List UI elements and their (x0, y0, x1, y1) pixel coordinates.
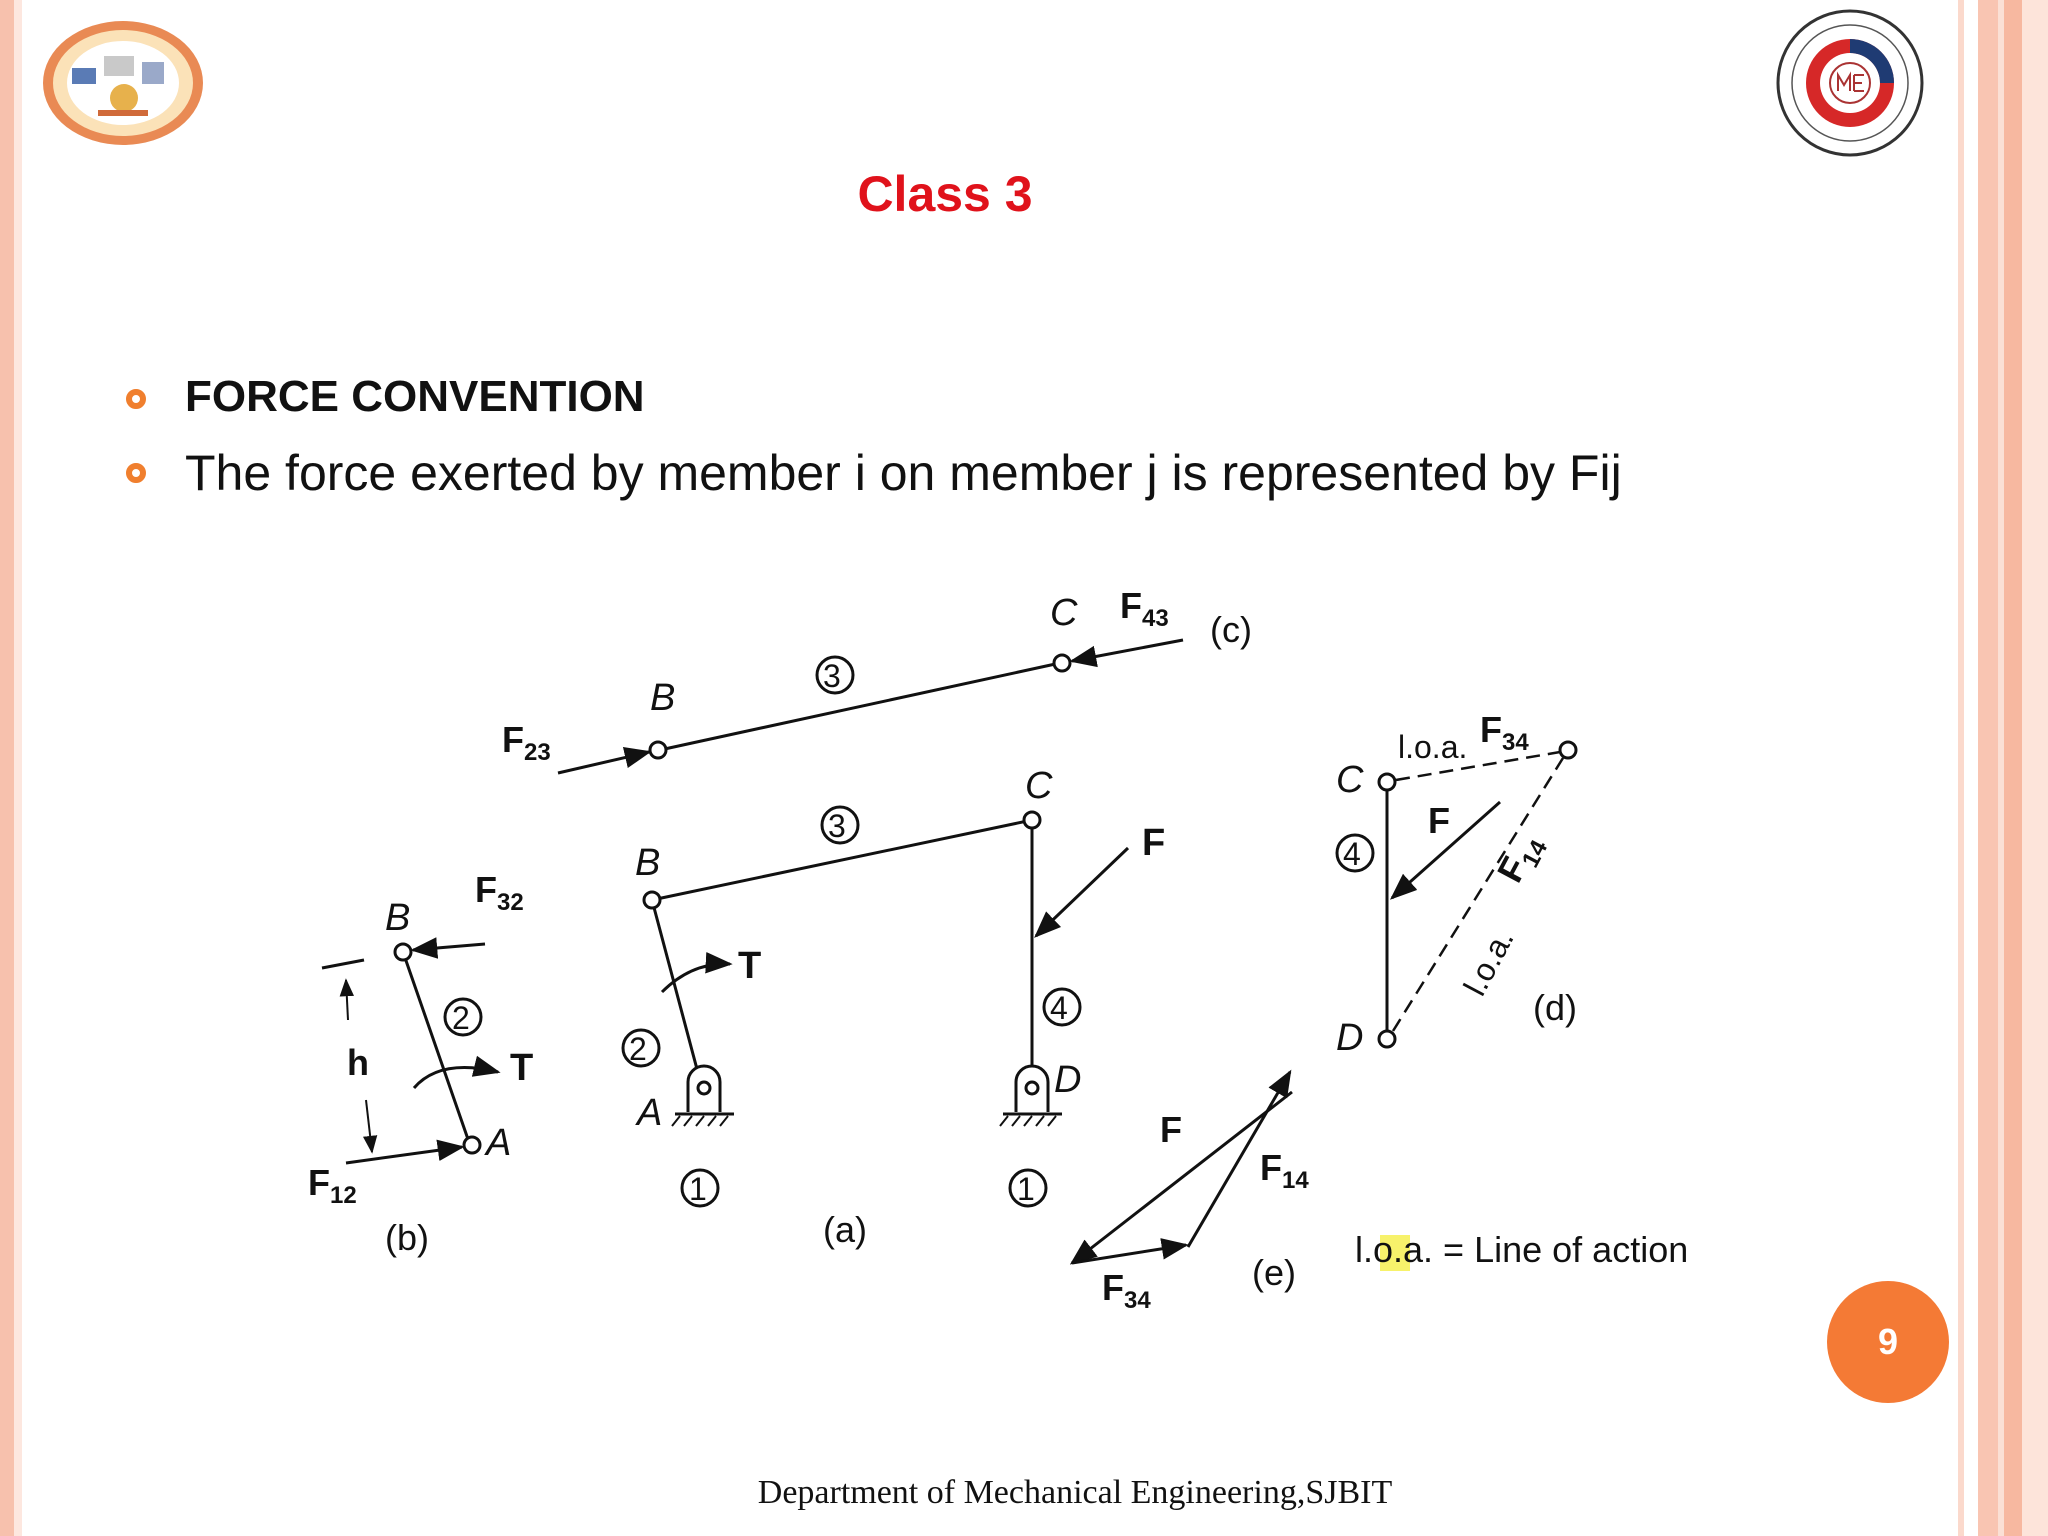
pin-b-c (648, 740, 668, 760)
slide-title: Class 3 (857, 166, 1033, 222)
force-f32-arrow (410, 937, 486, 959)
label-link-2-b: 2 (452, 1000, 470, 1036)
diagram-d (1335, 740, 1578, 1049)
force-f12-arrow (345, 1139, 465, 1165)
bullet-icon (126, 389, 146, 409)
label-force-a: F (1142, 822, 1165, 864)
label-b-b: B (385, 897, 410, 939)
link-3-a (651, 818, 1033, 902)
label-d-d: D (1336, 1017, 1363, 1059)
force-f14-arrow-e (1186, 1069, 1292, 1248)
pin-c-d (1377, 772, 1397, 792)
label-link-3-a: 3 (828, 808, 846, 844)
label-ground-right: 1 (1017, 1171, 1035, 1207)
caption-a: (a) (823, 1209, 867, 1250)
link-circle-4-a (1042, 987, 1082, 1027)
diagram-b (321, 937, 501, 1165)
label-ground-left: 1 (689, 1171, 707, 1207)
link-circle-3-c (815, 655, 855, 695)
link-2-a (650, 899, 704, 1089)
bullet-text: The force exerted by member i on member … (185, 445, 1622, 501)
label-force-d: F (1428, 800, 1450, 841)
page-number-badge: 9 (1827, 1281, 1949, 1403)
label-a-a: A (635, 1092, 662, 1134)
label-f43: F43 (1120, 585, 1169, 632)
label-torque-a: T (738, 945, 761, 987)
label-link-4-d: 4 (1343, 836, 1361, 872)
caption-c: (c) (1210, 609, 1252, 650)
label-f34-e: F34 (1102, 1267, 1151, 1314)
me-logo-lettering (1837, 71, 1864, 92)
bullet-heading: FORCE CONVENTION (185, 372, 645, 421)
torque-arrow-b (412, 1055, 501, 1089)
label-f34-d: F34 (1480, 709, 1529, 756)
label-a-b: A (484, 1122, 511, 1164)
pin-d-d (1377, 1029, 1397, 1049)
h-arrow-up (339, 978, 355, 1021)
force-f-arrow-a (1034, 846, 1130, 938)
label-b-c: B (650, 677, 675, 719)
label-link-2-a: 2 (629, 1031, 647, 1067)
label-c-a: C (1025, 765, 1053, 807)
h-arrow-down (362, 1099, 378, 1154)
link-circle-2-a (621, 1028, 661, 1068)
link-circle-4-d (1335, 833, 1375, 873)
label-f32: F32 (475, 869, 524, 916)
caption-e: (e) (1252, 1252, 1296, 1293)
caption-d: (d) (1533, 987, 1577, 1028)
force-f34-arrow-e (1071, 1238, 1189, 1265)
diagram-a (621, 805, 1130, 1208)
force-f-arrow-e (1069, 1090, 1293, 1265)
pin-b-a (642, 890, 662, 910)
link-circle-2-b (443, 997, 483, 1037)
legend-text: l.o.a. = Line of action (1355, 1229, 1688, 1270)
force-convention-diagram: B C 3 F23 F43 (c) B C A D 3 2 4 1 1 T F … (308, 585, 1688, 1314)
label-f12: F12 (308, 1162, 357, 1209)
label-loa-diag: l.o.a. (1456, 923, 1520, 1001)
diagram-c (557, 638, 1184, 775)
link-3-c (659, 661, 1061, 752)
label-height-b: h (347, 1042, 369, 1083)
legend-highlight (1380, 1235, 1410, 1271)
label-d-a: D (1054, 1059, 1081, 1101)
pin-b-b (393, 942, 413, 962)
label-f23: F23 (502, 719, 551, 766)
loa-line-top (1395, 750, 1561, 782)
label-force-e: F (1160, 1109, 1182, 1150)
force-origin-d (1558, 740, 1578, 760)
dim-line-top (321, 958, 365, 970)
right-border-stripe (1958, 0, 2048, 1536)
pin-a-b (462, 1135, 482, 1155)
label-torque-b: T (510, 1047, 533, 1089)
label-loa-top: l.o.a. (1398, 729, 1467, 765)
label-c-c: C (1050, 592, 1078, 634)
link-circle-1-right (1008, 1168, 1048, 1208)
link-circle-3-a (820, 805, 860, 845)
torque-arrow-a (660, 951, 733, 994)
label-f14-e: F14 (1260, 1147, 1309, 1194)
force-f43-arrow (1069, 638, 1184, 668)
department-logo (1776, 9, 1924, 157)
slide-footer: Department of Mechanical Engineering,SJB… (757, 1474, 1393, 1511)
diagram-e (1069, 1069, 1293, 1265)
link-circle-1-left (680, 1168, 720, 1208)
force-f-arrow-d (1389, 800, 1501, 900)
pin-c-c (1052, 653, 1072, 673)
pin-c-a (1022, 810, 1042, 830)
label-b-a: B (635, 842, 660, 884)
force-f23-arrow (557, 746, 652, 775)
label-c-d: C (1336, 759, 1364, 801)
caption-b: (b) (385, 1217, 429, 1258)
link-2-b (401, 951, 472, 1146)
label-f14-d: F14 (1489, 826, 1554, 892)
left-border-stripe (0, 0, 22, 1536)
label-link-3-c: 3 (823, 658, 841, 694)
loa-line-diag (1391, 757, 1565, 1032)
institute-logo (43, 21, 203, 145)
label-link-4-a: 4 (1050, 990, 1068, 1026)
bullet-icon (126, 463, 146, 483)
